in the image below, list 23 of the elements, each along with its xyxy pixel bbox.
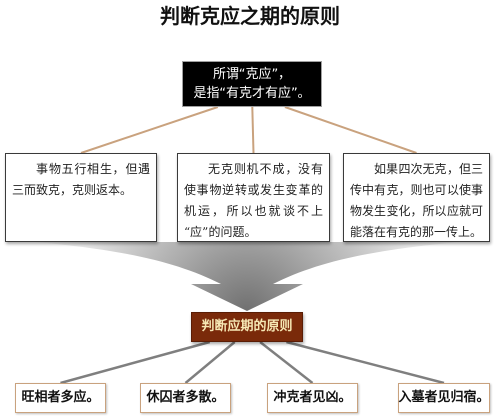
connector-line: [286, 340, 444, 384]
note-box: [5, 153, 157, 242]
connector-line: [251, 106, 254, 154]
rule-text: 冲克者见凶。: [274, 389, 352, 407]
rule-text: 休囚者多散。: [146, 389, 224, 407]
connector-line: [184, 341, 236, 384]
note-box: [177, 153, 330, 242]
rule-text: 旺相者多应。: [22, 389, 100, 407]
connector-line: [60, 340, 210, 384]
note-text: 事物五行相生，但遇三而致克，克则返本。: [12, 161, 150, 199]
rule-text: 入墓者见归宿。: [398, 389, 490, 407]
connector-line: [284, 106, 417, 154]
note-text: 如果四次无克，但三传中有克，则也可以使事物发生变化，所以应就可能落在有克的那一传上。: [350, 161, 483, 241]
principle-box: [191, 312, 303, 342]
connector-line: [259, 341, 314, 384]
definition-text: 所谓“克应”，: [212, 66, 292, 84]
definition-box: [182, 61, 322, 107]
connector-line: [80, 106, 218, 154]
principle-title: 判断应期的原则: [202, 318, 292, 336]
note-text: 无克则机不成，没有使事物逆转或发生变革的机运，所以也就谈不上“应”的问题。: [184, 161, 323, 241]
definition-text: 是指“有克才有应”。: [193, 84, 311, 103]
diagram-title: 判断克应之期的原则: [160, 3, 340, 29]
note-box: [343, 153, 490, 242]
